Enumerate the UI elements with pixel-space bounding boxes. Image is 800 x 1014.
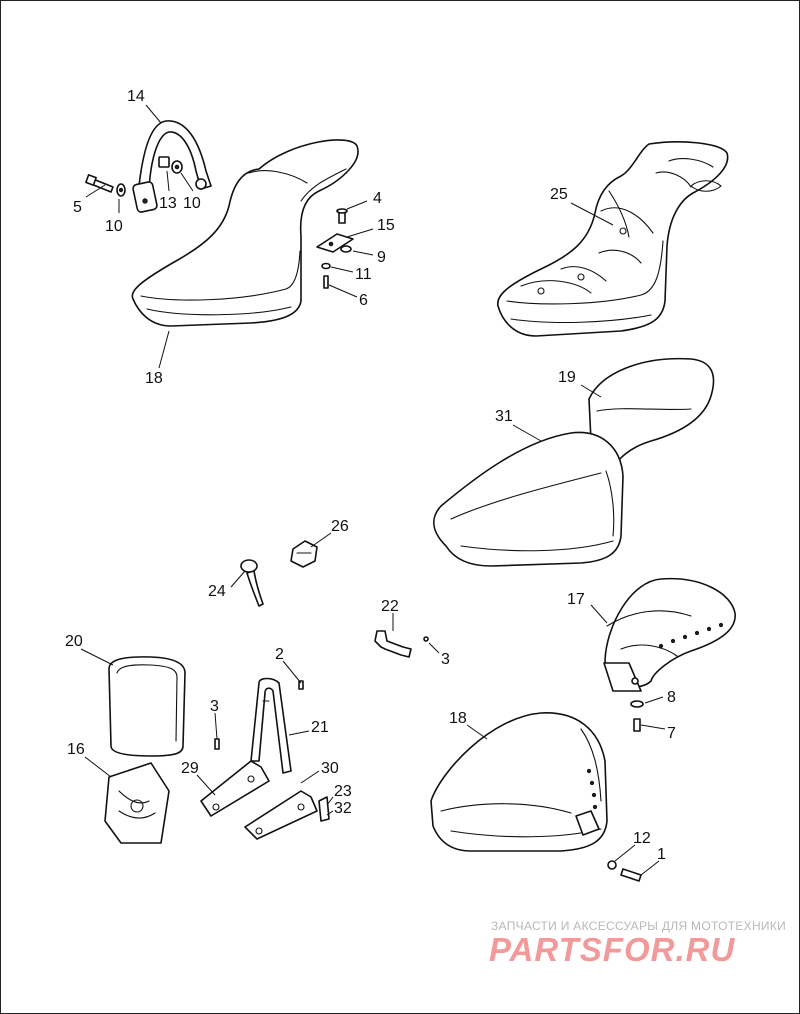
- decorated-seat-25: [497, 141, 729, 337]
- backplate-16: [104, 762, 170, 844]
- callout-17: 17: [567, 591, 585, 608]
- callout-10-left: 10: [105, 218, 123, 235]
- callout-19: 19: [558, 369, 576, 386]
- watermark-brand: PARTSFOR.RU: [489, 931, 736, 968]
- callout-32: 32: [334, 800, 352, 817]
- callout-31: 31: [495, 408, 513, 425]
- callout-7: 7: [667, 725, 676, 742]
- studded-pillion-17: [603, 577, 736, 732]
- callout-4: 4: [373, 190, 382, 207]
- callout-1: 1: [657, 846, 666, 863]
- solo-seat-18-lower: [430, 712, 642, 882]
- callout-18-top: 18: [145, 370, 163, 387]
- callout-11: 11: [355, 266, 372, 283]
- callout-6: 6: [359, 292, 368, 309]
- strap-bolt-5: [85, 174, 126, 197]
- callout-21: 21: [311, 719, 329, 736]
- callout-3-left: 3: [210, 698, 219, 715]
- side-plate-29: [200, 760, 270, 817]
- callout-13: 13: [159, 195, 177, 212]
- two-up-seat-18-top: [131, 139, 359, 327]
- passenger-strap-14: [132, 120, 212, 213]
- strap-nut-13: [158, 156, 183, 174]
- callout-24: 24: [208, 583, 226, 600]
- clip-26: [290, 540, 318, 568]
- sissy-bar-21: [250, 677, 292, 774]
- callout-30: 30: [321, 760, 339, 777]
- callout-8: 8: [667, 689, 676, 706]
- callout-26: 26: [331, 518, 349, 535]
- callout-12: 12: [633, 830, 651, 847]
- callout-16: 16: [67, 741, 85, 758]
- seat-mount-hardware: [316, 208, 354, 289]
- callout-18-lower: 18: [449, 710, 467, 727]
- callout-9: 9: [377, 249, 386, 266]
- watermark-caption: ЗАПЧАСТИ И АКСЕССУАРЫ ДЛЯ МОТОТЕХНИКИ: [491, 919, 787, 933]
- leader-lines: [80, 104, 666, 876]
- callout-3-right: 3: [441, 651, 450, 668]
- solo-seat-31: [433, 357, 715, 567]
- callout-29: 29: [181, 760, 199, 777]
- callout-25: 25: [550, 186, 568, 203]
- strap-clip-24: [240, 559, 264, 607]
- bracket-22: [374, 630, 429, 658]
- side-plate-30: [244, 790, 318, 840]
- callout-20: 20: [65, 633, 83, 650]
- tab-23-32: [318, 796, 330, 822]
- callout-23: 23: [334, 783, 352, 800]
- backrest-pad-20: [108, 656, 186, 757]
- fasteners-2-3: [214, 680, 304, 750]
- callout-10-right: 10: [183, 195, 201, 212]
- callout-5: 5: [73, 199, 82, 216]
- callout-2: 2: [275, 646, 284, 663]
- callout-22: 22: [381, 598, 399, 615]
- callout-15: 15: [377, 217, 395, 234]
- callout-14: 14: [127, 88, 145, 105]
- callout-labels: 14 5 10 13 10 4 15 9 11 6 18 25 19 31 26…: [65, 88, 676, 863]
